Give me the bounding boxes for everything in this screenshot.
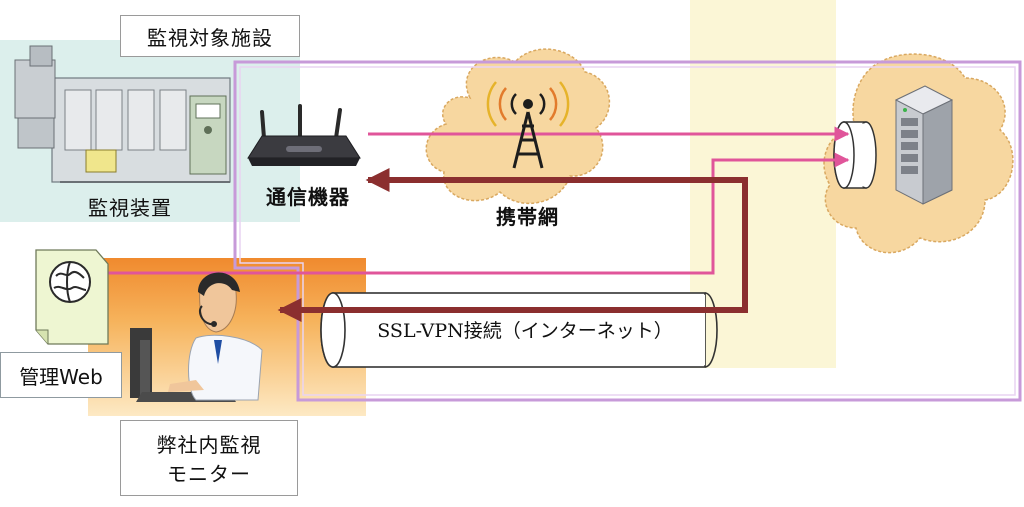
router-icon — [247, 104, 361, 166]
company-monitor-line1: 弊社内監視 — [156, 433, 262, 457]
facility-label: 監視対象施設 — [120, 15, 300, 57]
cell-tower-icon — [486, 81, 570, 169]
web-document-icon — [35, 249, 109, 345]
company-monitor-line2: モニター — [167, 462, 251, 486]
network-frame — [233, 60, 1022, 402]
facility-equipment-image — [14, 45, 231, 183]
server-icon — [894, 85, 954, 205]
mobile-network-label: 携帯網 — [496, 205, 559, 229]
server-endpoint — [833, 121, 877, 189]
company-monitor-label: 弊社内監視 モニター — [120, 420, 298, 496]
monitoring-device-label: 監視装置 — [88, 196, 172, 220]
comm-device-label: 通信機器 — [266, 185, 350, 209]
data-arrow-web-to-server — [105, 152, 850, 275]
operator-illustration — [130, 272, 263, 402]
management-web-label: 管理Web — [0, 352, 122, 398]
return-arrow-to-monitor — [277, 177, 748, 322]
vpn-label: SSL-VPN接続（インターネット） — [377, 320, 673, 342]
vpn-tunnel — [320, 292, 718, 368]
